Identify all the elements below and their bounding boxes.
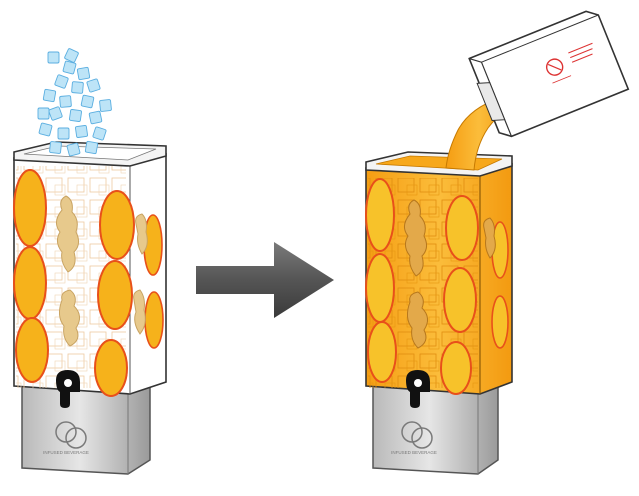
ice-cube-icon [48, 106, 63, 121]
left-ginger [56, 195, 148, 347]
left-brand-logo: INFUSED BEVERAGE [43, 421, 89, 455]
right-brand-text: INFUSED BEVERAGE [391, 450, 437, 455]
left-dispenser: INFUSED BEVERAGE [13, 141, 167, 475]
ice-cube-icon [88, 110, 103, 125]
ice-cube-icon [47, 51, 60, 64]
ice-cube-icon [54, 74, 69, 89]
ice-cube-icon [37, 107, 50, 120]
arrow-right-icon [196, 242, 334, 318]
ice-cube-icon [86, 78, 101, 93]
ice-cube-icon [80, 94, 95, 109]
right-ginger [404, 199, 496, 349]
ice-cube-icon [75, 125, 88, 138]
ice-cube-icon [99, 99, 112, 112]
ice-cube-icon [49, 141, 62, 154]
ice-cube-icon [92, 126, 107, 141]
falling-ice-cubes [37, 48, 112, 157]
left-spigot [56, 370, 80, 408]
right-mango-slices [365, 178, 509, 395]
left-brand-text: INFUSED BEVERAGE [43, 450, 89, 455]
ice-cube-icon [62, 60, 77, 75]
ice-cube-icon [38, 122, 53, 137]
right-brand-logo: INFUSED BEVERAGE [391, 421, 437, 455]
right-spigot [406, 370, 430, 408]
ice-cube-icon [76, 66, 91, 81]
ice-cube-icon [59, 95, 72, 108]
ice-cube-icon [42, 88, 57, 103]
ice-cube-icon [64, 48, 79, 63]
ice-cube-icon [84, 140, 99, 155]
left-mango-slices [13, 169, 164, 397]
ice-cube-icon [71, 81, 84, 94]
right-dispenser: INFUSED BEVERAGE [365, 151, 513, 475]
juice-carton-icon [468, 10, 630, 138]
ice-cube-icon [66, 142, 81, 157]
ice-cube-icon [69, 109, 82, 122]
ice-cube-icon [57, 127, 70, 140]
